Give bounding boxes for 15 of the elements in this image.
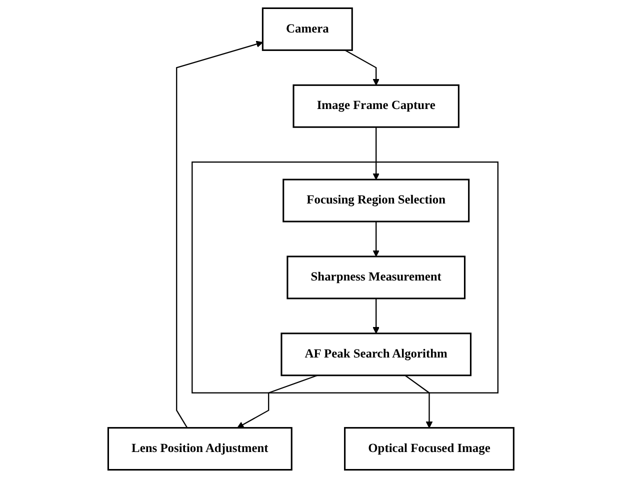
arrow — [372, 298, 380, 334]
node-box — [280, 332, 472, 376]
cluster — [192, 161, 499, 394]
arrow — [372, 222, 380, 257]
node-box — [107, 427, 292, 471]
node-box — [286, 256, 466, 300]
node-box — [282, 178, 470, 222]
arrow — [176, 40, 264, 428]
arrow — [237, 374, 318, 428]
arrow — [344, 50, 380, 86]
node-box — [262, 7, 353, 51]
node-box — [344, 427, 514, 471]
arrow — [372, 127, 380, 180]
node-box — [292, 84, 460, 128]
arrow — [404, 374, 433, 428]
